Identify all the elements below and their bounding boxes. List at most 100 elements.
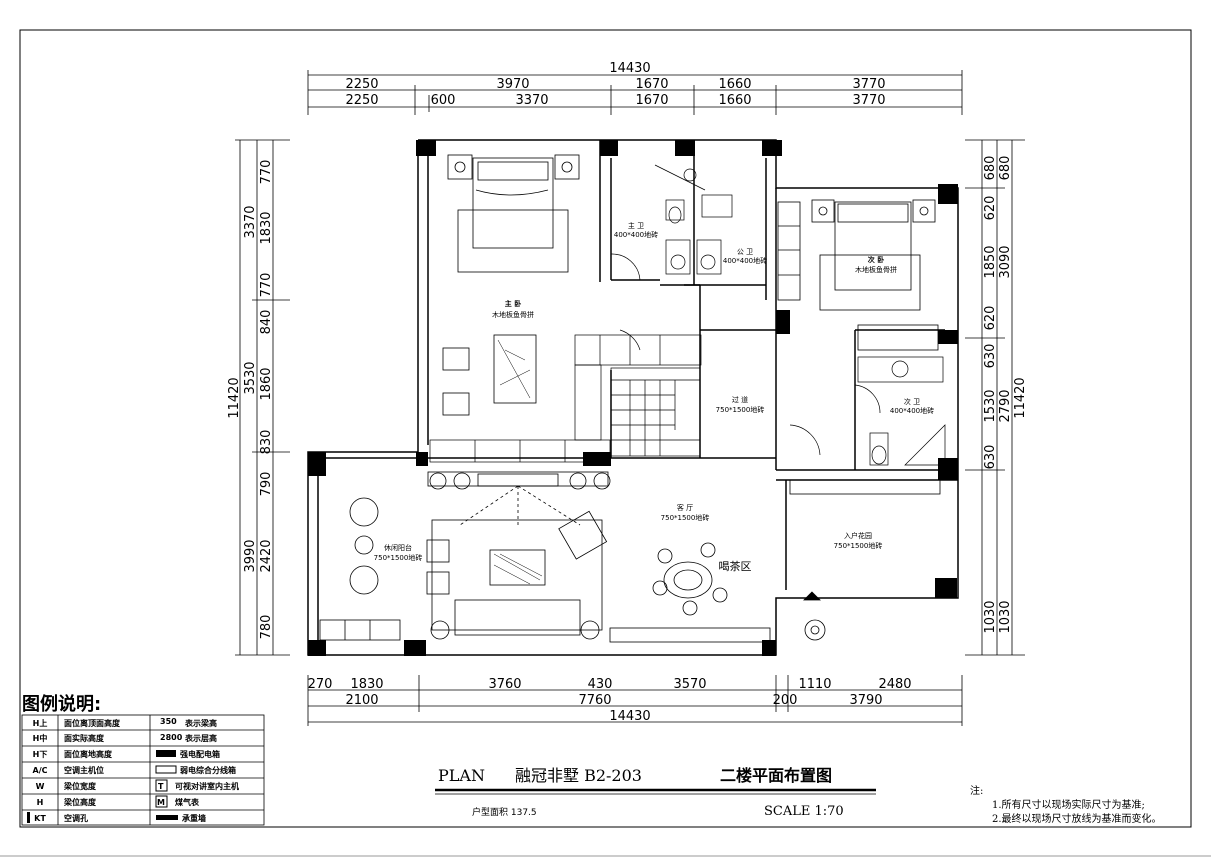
dim-label: 2100	[345, 693, 378, 708]
dim-label: 680	[998, 156, 1013, 181]
legend-table	[21, 714, 265, 826]
room-name-second-bath: 次 卫	[904, 397, 920, 406]
dim-label: 2250	[345, 93, 378, 108]
dim-label: 2480	[878, 677, 911, 692]
top-row2-dims: 2250 600 3370 1670 1660 3770	[345, 93, 885, 108]
room-labels: 主 卧 木地板鱼骨拼 主 卫 400*400地砖 公 卫 400*400地砖 次…	[374, 221, 934, 573]
structural-columns	[308, 140, 958, 656]
left-col1-dims: 770 1830 770 840 1860 830 790 2420 780	[259, 160, 274, 640]
room-name-corridor: 过 道	[732, 395, 748, 404]
legend-code: H下	[33, 750, 48, 759]
project-name: 融冠非墅 B2-203	[515, 766, 642, 785]
room-floor-corridor: 750*1500地砖	[716, 405, 765, 414]
legend-desc: 空调主机位	[64, 765, 104, 775]
room-floor-master-bed: 木地板鱼骨拼	[492, 310, 534, 319]
gas-meter-icon	[155, 795, 168, 808]
legend-code: H中	[33, 733, 48, 743]
room-floor-entrance: 750*1500地砖	[834, 541, 883, 550]
ac-hole-icon	[27, 812, 30, 823]
dim-label: 3570	[673, 677, 706, 692]
room-floor-leisure: 750*1500地砖	[374, 553, 423, 562]
dim-label: 1660	[718, 93, 751, 108]
dim-label: 630	[983, 344, 998, 369]
dim-label: 3090	[998, 245, 1013, 278]
weak-box-icon	[155, 765, 177, 774]
room-name-leisure: 休闲阳台	[384, 543, 412, 552]
dim-label: 3370	[243, 205, 258, 238]
legend-symbol-desc: 弱电综合分线箱	[180, 765, 236, 775]
legend-desc: 空调孔	[64, 813, 88, 823]
legend-symbol-desc: 表示层高	[184, 733, 217, 743]
dim-label: 3760	[488, 677, 521, 692]
entrance-garden	[789, 479, 941, 641]
dim-label: 3790	[849, 693, 882, 708]
living-room-furniture	[426, 471, 771, 643]
legend-symbol-desc: 可视对讲室内主机	[175, 781, 239, 791]
master-bed	[447, 154, 580, 273]
dim-label: 780	[259, 615, 274, 640]
note-line: 2.最终以现场尺寸放线为基准而变化。	[992, 812, 1162, 825]
dim-label: 1660	[718, 77, 751, 92]
master-wardrobe	[429, 334, 702, 463]
legend-desc: 面实际高度	[64, 733, 105, 743]
note-line: 1.所有尺寸以现场实际尺寸为基准;	[992, 798, 1145, 811]
legend-code: KT	[34, 814, 46, 823]
legend-title: 图例说明:	[22, 693, 101, 715]
dim-label: 430	[588, 677, 613, 692]
dim-label: 7760	[578, 693, 611, 708]
drawing-scale: SCALE 1:70	[764, 804, 844, 819]
dim-label: 3970	[496, 77, 529, 92]
legend-symbol: M	[157, 798, 165, 807]
tea-area-furniture	[652, 542, 728, 616]
intercom-icon	[155, 779, 168, 792]
second-bath-fixtures	[789, 356, 946, 466]
master-tv-cabinet	[442, 334, 537, 416]
top-row1-dims: 2250 3970 1670 1660 3770	[345, 77, 885, 92]
legend-code: W	[36, 782, 45, 791]
dim-label: 1850	[983, 245, 998, 278]
bottom-row2-dims: 2100 7760 200 3790	[345, 693, 882, 708]
dim-label: 790	[259, 472, 274, 497]
legend-code: A/C	[33, 766, 48, 775]
right-dimensions	[965, 139, 1025, 656]
room-name-second-bed: 次 卧	[868, 255, 884, 264]
plan-label: PLAN	[438, 766, 485, 785]
dim-label: 3530	[243, 361, 258, 394]
bottom-row1-dims: 270 1830 3760 430 3570 1110 2480	[308, 677, 912, 692]
dim-label: 680	[983, 156, 998, 181]
dim-label: 3770	[852, 93, 885, 108]
leisure-balcony-furniture	[319, 497, 401, 641]
power-box-icon	[156, 750, 176, 757]
public-bath-fixtures	[696, 194, 733, 275]
staircase	[610, 329, 701, 457]
dim-label: 1030	[998, 600, 1013, 633]
master-bath-fixtures	[610, 164, 706, 281]
drawing-frame	[19, 29, 1192, 828]
legend-rows: H上 面位离顶面高度 350 表示梁高 H中 面实际高度 2800 表示层高 H…	[27, 717, 239, 823]
dim-label: 770	[259, 273, 274, 298]
dim-label: 1670	[635, 93, 668, 108]
right-col1-dims: 680 620 1850 620 630 1530 630 1030	[983, 156, 998, 634]
legend-symbol-desc: 表示梁高	[184, 718, 217, 728]
legend-desc: 面位离顶面高度	[64, 718, 121, 728]
room-name-entrance: 入户花园	[844, 531, 872, 540]
dim-label: 1110	[798, 677, 831, 692]
legend-desc: 面位离地高度	[64, 749, 113, 759]
room-name-public-bath: 公 卫	[737, 248, 753, 256]
unit-area: 户型面积 137.5	[472, 806, 537, 818]
room-name-master-bath: 主 卫	[628, 221, 644, 230]
legend-code: H	[37, 798, 44, 807]
top-dimensions	[307, 70, 963, 115]
walls	[307, 139, 959, 656]
legend-symbol-desc: 煤气表	[175, 797, 200, 807]
dim-label: 3770	[852, 77, 885, 92]
dim-label: 2420	[259, 539, 274, 572]
room-floor-master-bath: 400*400地砖	[614, 230, 658, 239]
dim-label: 2790	[998, 389, 1013, 422]
dim-label: 270	[308, 677, 333, 692]
dim-label: 1860	[259, 367, 274, 400]
room-floor-second-bed: 木地板鱼骨拼	[855, 265, 897, 274]
legend-symbol: 350	[160, 717, 177, 726]
right-total-dim: 11420	[1013, 377, 1028, 418]
